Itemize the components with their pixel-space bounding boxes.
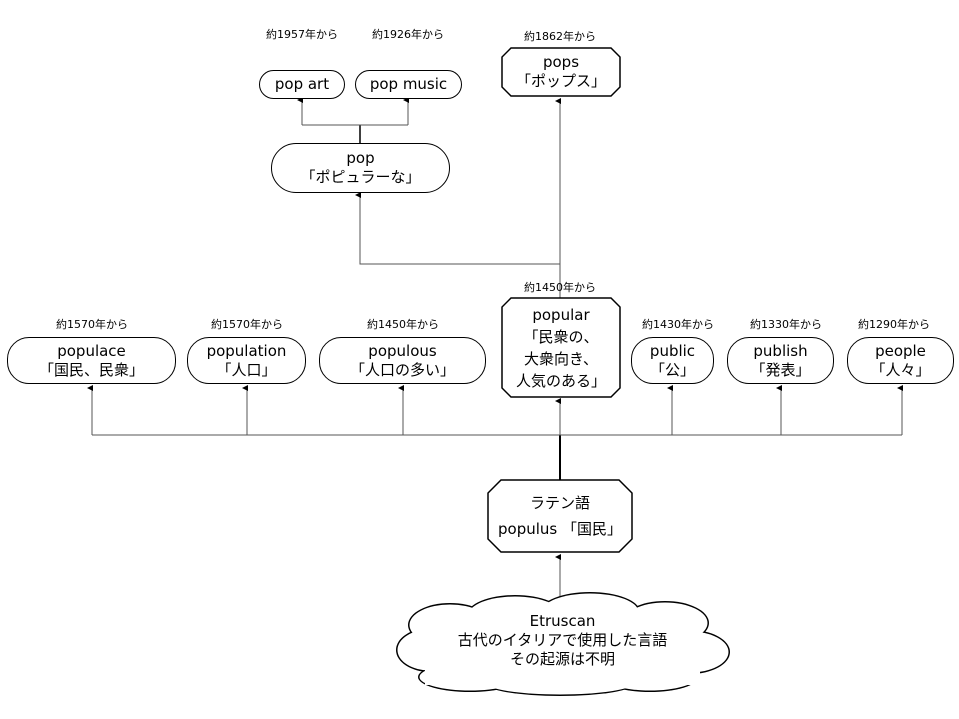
- latin-label: ラテン語: [529, 494, 590, 512]
- latin-word: populus 「国民」: [498, 520, 622, 538]
- etruscan-desc-2: その起源は不明: [509, 650, 615, 668]
- population-meaning: 「人口」: [216, 360, 277, 379]
- pop-word: pop: [346, 149, 375, 167]
- publish-node: publish 「発表」: [727, 337, 834, 384]
- pops-octagon-shape: [501, 47, 621, 97]
- people-date: 約1290年から: [858, 318, 930, 331]
- populace-date: 約1570年から: [56, 318, 128, 331]
- pop-node: pop 「ポピュラーな」: [271, 143, 450, 193]
- population-node: population 「人口」: [187, 337, 306, 384]
- public-node: public 「公」: [631, 337, 714, 384]
- people-node: people 「人々」: [847, 337, 954, 384]
- popular-meaning-1: 「民衆の、: [523, 327, 599, 346]
- popular-meaning-2: 大衆向き、: [524, 349, 598, 368]
- pops-date: 約1862年から: [524, 30, 596, 43]
- populous-word: populous: [368, 341, 437, 360]
- population-word: population: [206, 341, 287, 360]
- pop-art-node: pop art: [259, 70, 345, 99]
- popular-node: popular 「民衆の、 大衆向き、 人気のある」: [502, 298, 620, 397]
- pop-music-date: 約1926年から: [372, 28, 444, 41]
- populous-meaning: 「人口の多い」: [349, 360, 455, 379]
- popular-date: 約1450年から: [524, 281, 596, 294]
- publish-meaning: 「発表」: [750, 360, 811, 379]
- populous-date: 約1450年から: [367, 318, 439, 331]
- population-date: 約1570年から: [211, 318, 283, 331]
- populace-meaning: 「国民、民衆」: [38, 360, 144, 379]
- popular-word: popular: [532, 305, 590, 324]
- etruscan-word: Etruscan: [529, 612, 596, 630]
- etruscan-cloud-shape: [396, 592, 730, 696]
- popular-octagon-shape: [501, 297, 621, 398]
- pop-art-word: pop art: [274, 75, 330, 93]
- pop-music-word: pop music: [369, 75, 448, 93]
- people-meaning: 「人々」: [870, 360, 931, 379]
- etruscan-node: Etruscan 古代のイタリアで使用した言語 その起源は不明: [425, 612, 700, 669]
- pops-node: pops 「ポップス」: [502, 48, 620, 96]
- public-meaning: 「公」: [649, 360, 695, 379]
- etruscan-desc-1: 古代のイタリアで使用した言語: [457, 631, 668, 649]
- public-date: 約1430年から: [642, 318, 714, 331]
- public-word: public: [649, 341, 696, 360]
- populace-word: populace: [57, 341, 126, 360]
- people-word: people: [875, 341, 926, 360]
- connector-lines: [87, 97, 903, 603]
- latin-octagon-shape: [487, 479, 633, 553]
- pop-meaning: 「ポピュラーな」: [300, 168, 421, 186]
- latin-node: ラテン語 populus 「国民」: [488, 480, 632, 552]
- pop-art-date: 約1957年から: [266, 28, 338, 41]
- pops-meaning: 「ポップス」: [515, 72, 606, 90]
- populace-node: populace 「国民、民衆」: [7, 337, 176, 384]
- pops-word: pops: [542, 53, 580, 71]
- populous-node: populous 「人口の多い」: [319, 337, 486, 384]
- pop-music-node: pop music: [355, 70, 462, 99]
- arrow-popular-to-pop: [355, 192, 561, 298]
- popular-meaning-3: 人気のある」: [515, 371, 606, 390]
- publish-date: 約1330年から: [750, 318, 822, 331]
- publish-word: publish: [753, 341, 808, 360]
